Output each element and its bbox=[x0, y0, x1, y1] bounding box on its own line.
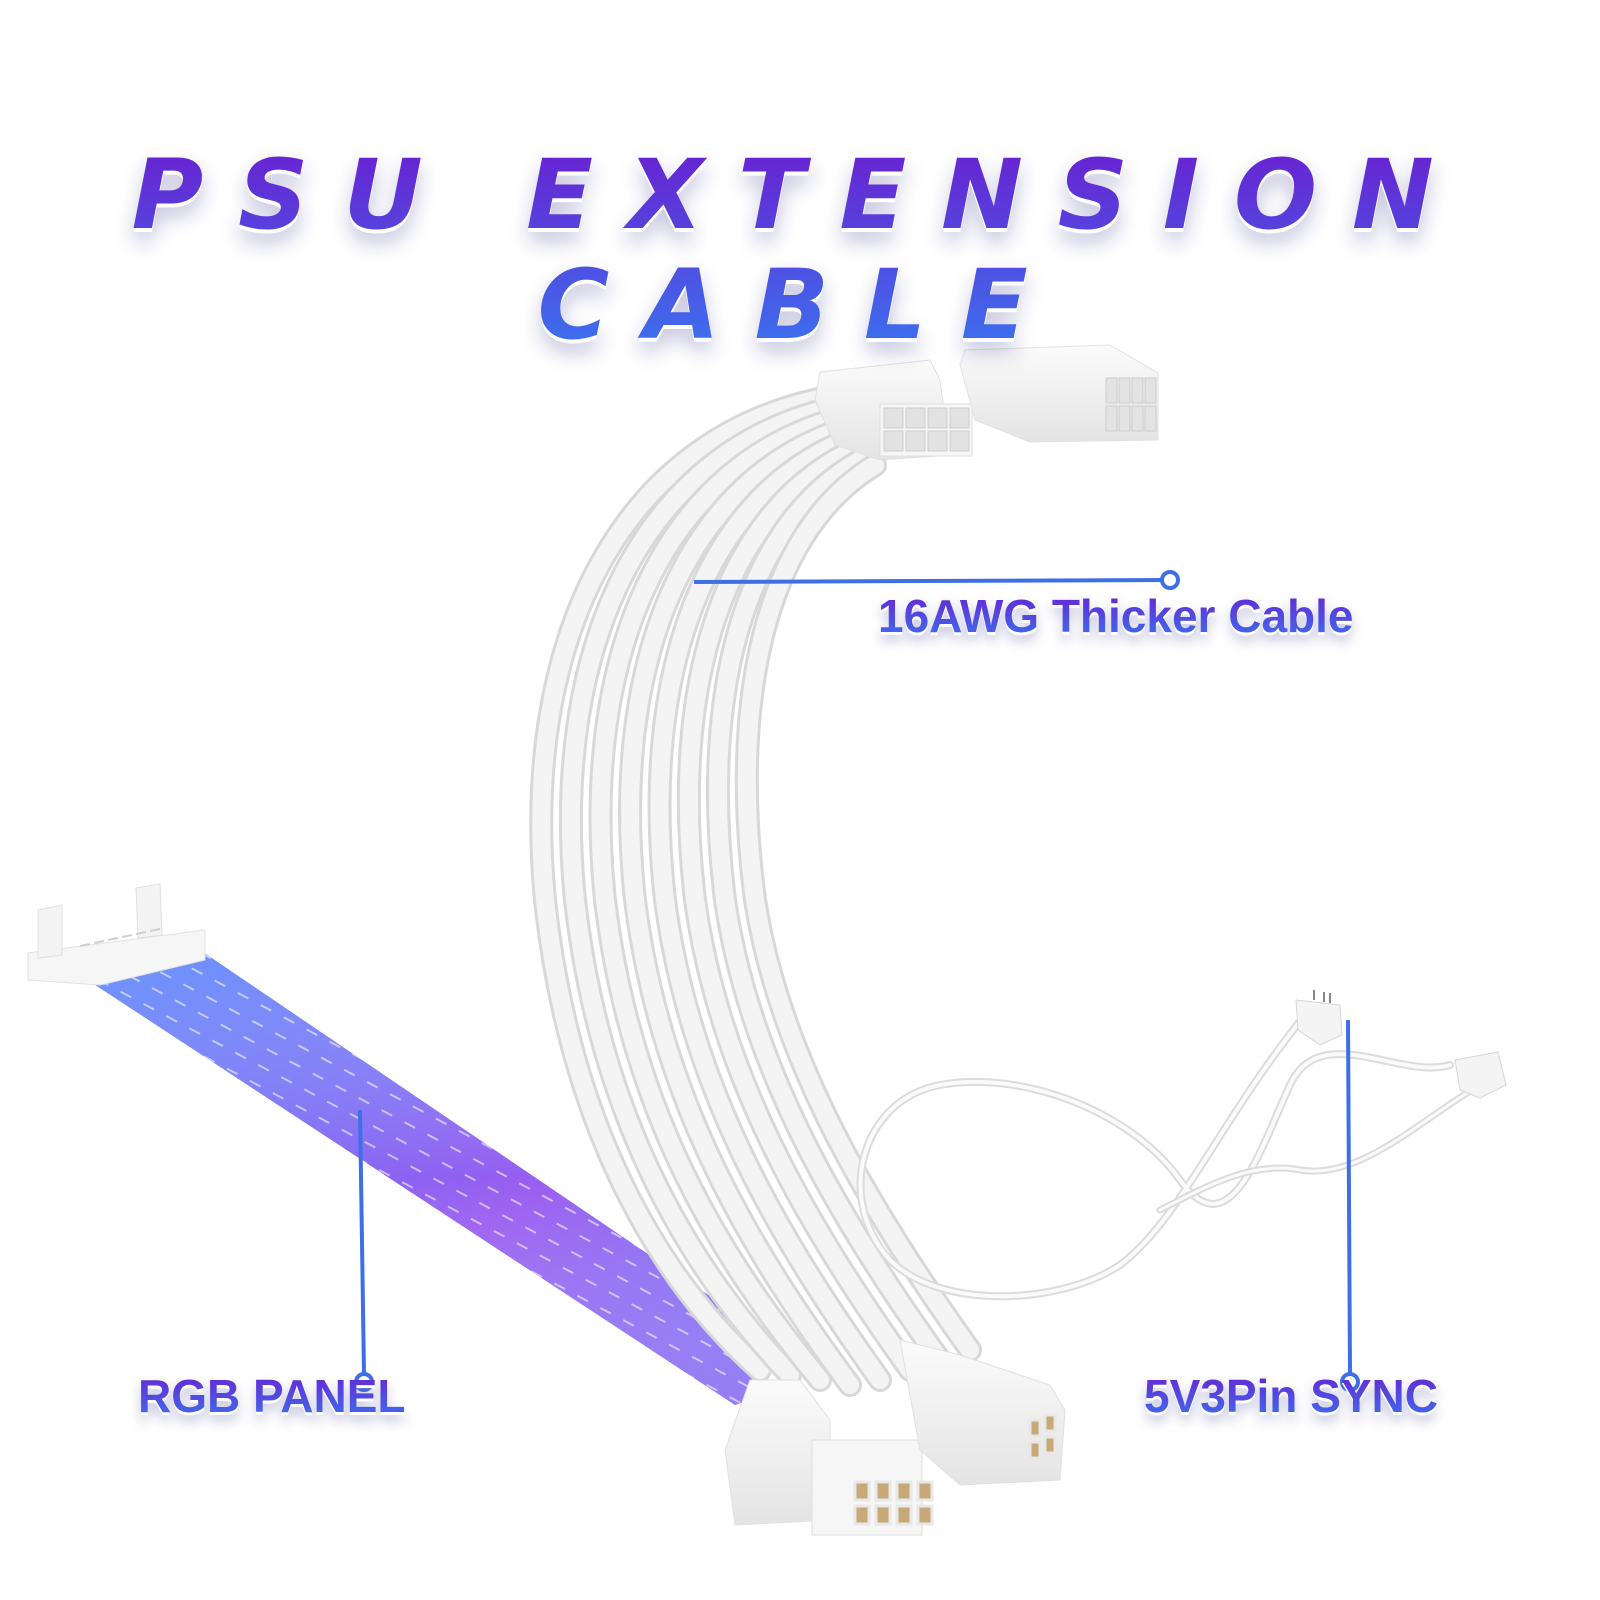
callout-rgb bbox=[354, 1109, 374, 1392]
rgb-panel-connector bbox=[27, 883, 206, 986]
rgb-panel bbox=[27, 883, 760, 1405]
psu-cable-bundle bbox=[529, 383, 982, 1397]
sync-connector-male bbox=[1295, 990, 1343, 1046]
top-connector-back bbox=[959, 344, 1159, 443]
bottom-connector-right bbox=[899, 1339, 1066, 1486]
callout-label-rgb-panel: RGB PANEL bbox=[138, 1370, 406, 1422]
callout-sync bbox=[1340, 1019, 1360, 1392]
callout-label-cable: 16AWG Thicker Cable bbox=[878, 590, 1354, 642]
top-connector-front bbox=[814, 359, 973, 461]
callout-cable bbox=[693, 570, 1180, 590]
page-title: PSU EXTENSION CABLE bbox=[0, 140, 1600, 360]
bottom-connector-left bbox=[724, 1379, 934, 1536]
sync-cable bbox=[856, 1011, 1484, 1301]
callout-label-sync: 5V3Pin SYNC bbox=[1144, 1370, 1438, 1422]
sync-connector-female bbox=[1454, 1051, 1507, 1099]
